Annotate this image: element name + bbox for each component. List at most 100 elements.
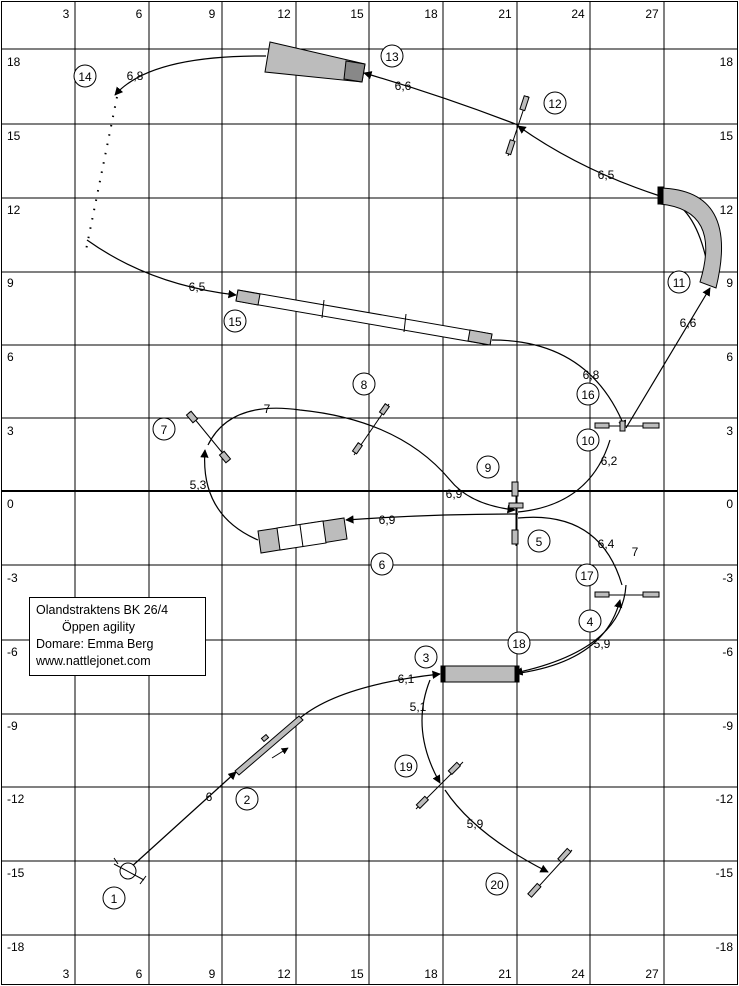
tick-bottom: 3 [63, 967, 70, 981]
tick-right: -9 [722, 719, 733, 733]
axis-right-labels: 18 15 12 9 6 3 0 -3 -6 -9 -12 -15 -18 [716, 55, 734, 954]
number-badge-1: 1 [102, 886, 126, 910]
tick-right: 12 [720, 203, 734, 217]
number-badge-19: 19 [394, 754, 418, 778]
svg-text:16: 16 [581, 388, 595, 402]
distance-label: 6,5 [189, 280, 206, 294]
tick-left: -6 [7, 645, 18, 659]
svg-text:8: 8 [361, 378, 368, 392]
axis-left-labels: 18 15 12 9 6 3 0 -3 -6 -9 -12 -15 -18 [7, 55, 25, 954]
number-badge-20: 20 [485, 872, 509, 896]
number-badge-12: 12 [543, 91, 567, 115]
tick-top: 9 [209, 7, 216, 21]
svg-text:3: 3 [423, 651, 430, 665]
dogwalk-obstacle-15 [235, 289, 493, 346]
jump-obstacle-12 [505, 95, 530, 157]
info-class: Öppen agility [62, 620, 135, 634]
svg-text:19: 19 [399, 760, 413, 774]
number-badge-13: 13 [380, 44, 404, 68]
tunnel-obstacle-3 [440, 665, 520, 683]
tunnel-obstacle-11 [657, 186, 723, 289]
number-badge-9: 9 [476, 455, 500, 479]
svg-text:12: 12 [548, 97, 562, 111]
tick-right: 9 [726, 276, 733, 290]
svg-text:7: 7 [161, 423, 168, 437]
tick-bottom: 12 [277, 967, 291, 981]
tick-top: 18 [424, 7, 438, 21]
svg-text:14: 14 [78, 70, 92, 84]
jump-obstacle-4 [594, 591, 660, 598]
tick-top: 24 [571, 7, 585, 21]
svg-text:4: 4 [587, 615, 594, 629]
tick-right: 18 [720, 55, 734, 69]
tick-top: 21 [498, 7, 512, 21]
tick-left: 12 [7, 203, 21, 217]
tick-right: -3 [722, 571, 733, 585]
svg-text:10: 10 [581, 434, 595, 448]
svg-text:1: 1 [111, 892, 118, 906]
tick-left: 6 [7, 350, 14, 364]
jump-obstacle-10 [594, 420, 660, 432]
number-badge-5: 5 [527, 529, 551, 553]
jump-obstacle-20 [527, 847, 573, 898]
tick-bottom: 27 [645, 967, 659, 981]
number-badge-6: 6 [370, 552, 394, 576]
tick-left: 15 [7, 129, 21, 143]
chute-obstacle-13 [264, 41, 366, 83]
svg-text:6: 6 [379, 558, 386, 572]
distance-label: 6,9 [446, 487, 463, 501]
tick-top: 6 [136, 7, 143, 21]
distance-label: 6,1 [398, 672, 415, 686]
number-badge-10: 10 [576, 428, 600, 452]
number-badge-4: 4 [578, 609, 602, 633]
svg-text:20: 20 [490, 878, 504, 892]
number-badge-18: 18 [507, 631, 531, 655]
distance-label: 6,4 [598, 537, 615, 551]
number-badge-16: 16 [576, 382, 600, 406]
tick-left: 0 [7, 497, 14, 511]
svg-text:17: 17 [580, 569, 594, 583]
tick-left: -9 [7, 719, 18, 733]
number-badge-15: 15 [223, 309, 247, 333]
tick-right: -15 [716, 866, 734, 880]
number-badge-17: 17 [575, 563, 599, 587]
tick-left: 3 [7, 424, 14, 438]
jump-obstacle-19 [415, 761, 464, 810]
tick-right: -18 [716, 940, 734, 954]
distance-label: 6,5 [598, 168, 615, 182]
svg-text:15: 15 [228, 315, 242, 329]
weave-obstacle-2 [234, 715, 304, 776]
tick-left: -3 [7, 571, 18, 585]
distance-label: 6,6 [680, 316, 697, 330]
distance-label: 6,2 [601, 454, 618, 468]
tick-right: -12 [716, 792, 734, 806]
number-badge-14: 14 [73, 64, 97, 88]
distance-label: 6,6 [395, 79, 412, 93]
axis-top-labels: 3 6 9 12 15 18 21 24 27 [63, 7, 659, 21]
tick-left: -15 [7, 866, 25, 880]
distance-label: 6 [206, 790, 213, 804]
tick-bottom: 9 [209, 967, 216, 981]
tick-bottom: 18 [424, 967, 438, 981]
obstacles [113, 41, 723, 898]
number-badge-7: 7 [152, 417, 176, 441]
distance-label: 6,8 [583, 368, 600, 382]
jump-obstacle-5 [508, 481, 524, 546]
course-info-box: Olandstraktens BK 26/4 Öppen agility Dom… [29, 597, 206, 676]
tick-right: 3 [726, 424, 733, 438]
tick-bottom: 6 [136, 967, 143, 981]
svg-text:11: 11 [673, 276, 686, 290]
distance-label: 7 [264, 402, 271, 416]
tick-bottom: 15 [350, 967, 364, 981]
obstacle-numbers: 1 2 3 4 5 6 7 8 9 10 11 12 13 14 15 16 1… [73, 44, 691, 910]
distance-label: 5,3 [190, 478, 207, 492]
distance-labels: 6 6,1 5,1 5,9 6,4 7 5,9 6,9 6,9 5,3 7 6,… [127, 69, 697, 831]
info-judge: Domare: Emma Berg [36, 637, 154, 651]
svg-text:13: 13 [385, 50, 399, 64]
tick-bottom: 21 [498, 967, 512, 981]
info-title: Olandstraktens BK 26/4 [36, 603, 169, 617]
distance-label: 5,1 [410, 700, 427, 714]
info-website: www.nattlejonet.com [36, 654, 151, 668]
